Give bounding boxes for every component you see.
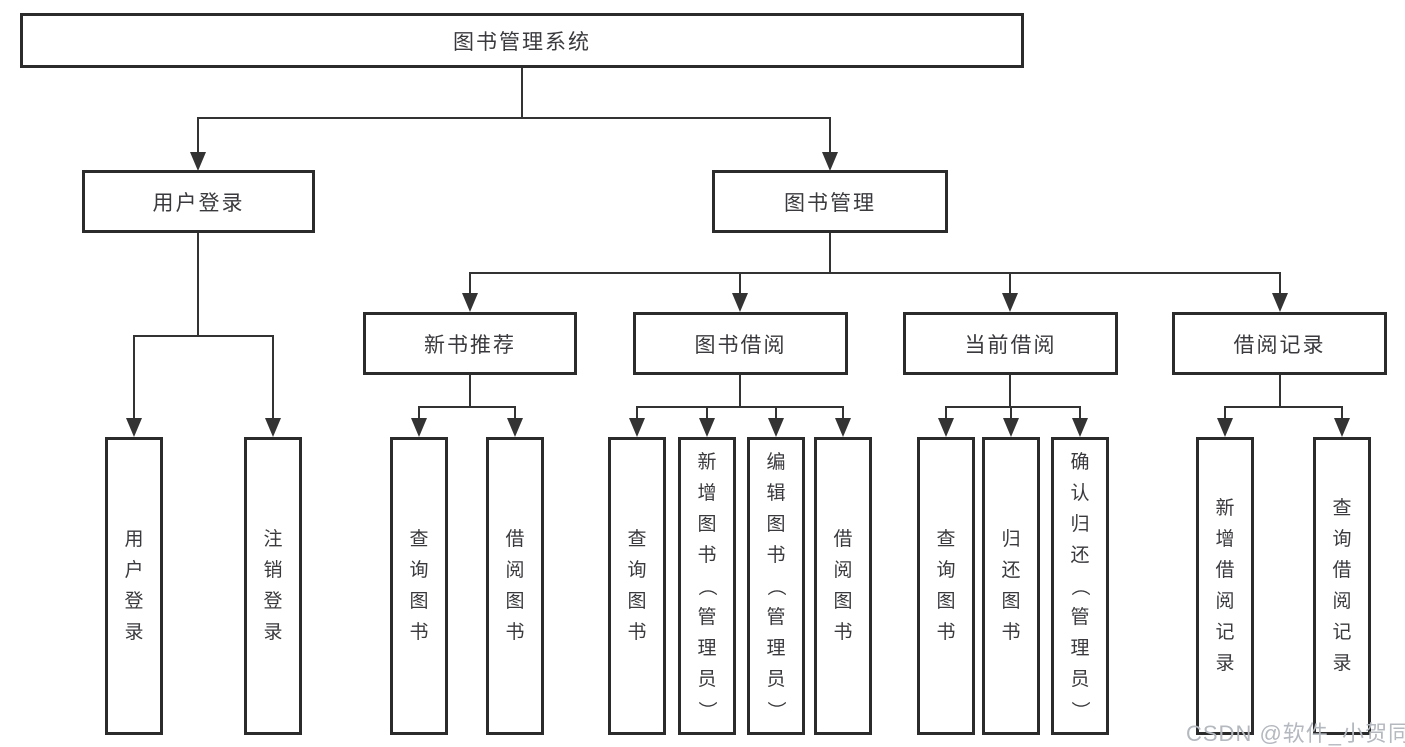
leaf-logout: 注销登录 [244, 437, 302, 735]
connector-groupD-stub-1 [1224, 406, 1226, 419]
arrowhead-current-borrow [1002, 293, 1018, 312]
connector-userlogin-stub-2 [272, 335, 274, 419]
arrowhead-book-management [822, 152, 838, 171]
node-current-borrow: 当前借阅 [903, 312, 1118, 375]
leaf-borrow-books-borrow: 借阅图书 [814, 437, 872, 735]
arrowhead-groupB-leaf-1 [629, 418, 645, 437]
connector-groupC-horizontal [945, 406, 1081, 408]
connector-userlogin-stub-1 [133, 335, 135, 419]
arrowhead-groupC-leaf-2 [1003, 418, 1019, 437]
leaf-query-books-borrow: 查询图书 [608, 437, 666, 735]
connector-groupD-stub-2 [1341, 406, 1343, 419]
leaf-borrow-books-recommend: 借阅图书 [486, 437, 544, 735]
connector-root-right-stub [829, 117, 831, 155]
connector-root-left-stub [197, 117, 199, 155]
connector-groupB-stub-1 [636, 406, 638, 419]
connector-groupD-horizontal [1224, 406, 1343, 408]
connector-groupC-stub-3 [1079, 406, 1081, 419]
leaf-user-login: 用户登录 [105, 437, 163, 735]
node-library-system: 图书管理系统 [20, 13, 1024, 68]
connector-bookmgmt-stub-2 [739, 272, 741, 294]
arrowhead-groupC-leaf-1 [938, 418, 954, 437]
arrowhead-book-borrow [732, 293, 748, 312]
connector-bookmgmt-horizontal [469, 272, 1281, 274]
arrowhead-user-login [190, 152, 206, 171]
leaf-query-books-recommend: 查询图书 [390, 437, 448, 735]
node-borrow-records: 借阅记录 [1172, 312, 1387, 375]
arrowhead-leaf-user-login [126, 418, 142, 437]
arrowhead-groupB-leaf-2 [699, 418, 715, 437]
connector-groupB-stub-3 [775, 406, 777, 419]
watermark-text: CSDN @软件_小贺同学 [1186, 721, 1405, 746]
connector-groupD-vertical [1279, 375, 1281, 407]
connector-root-vertical [521, 68, 523, 118]
leaf-add-book-admin: 新增图书（管理员） [678, 437, 736, 735]
node-book-borrow: 图书借阅 [633, 312, 848, 375]
connector-groupA-vertical [469, 375, 471, 407]
arrowhead-leaf-logout [265, 418, 281, 437]
connector-groupB-stub-2 [706, 406, 708, 419]
connector-groupC-stub-2 [1010, 406, 1012, 419]
connector-userlogin-vertical [197, 233, 199, 335]
connector-groupB-horizontal [636, 406, 844, 408]
connector-groupB-stub-4 [842, 406, 844, 419]
arrowhead-borrow-records [1272, 293, 1288, 312]
connector-bookmgmt-stub-3 [1009, 272, 1011, 294]
connector-bookmgmt-stub-4 [1279, 272, 1281, 294]
arrowhead-groupC-leaf-3 [1072, 418, 1088, 437]
node-new-book-recommend: 新书推荐 [363, 312, 577, 375]
connector-userlogin-horizontal [133, 335, 274, 337]
connector-groupA-stub-1 [418, 406, 420, 419]
connector-root-horizontal [197, 117, 831, 119]
leaf-edit-book-admin: 编辑图书（管理员） [747, 437, 805, 735]
arrowhead-groupB-leaf-3 [768, 418, 784, 437]
leaf-return-book: 归还图书 [982, 437, 1040, 735]
connector-groupC-stub-1 [945, 406, 947, 419]
leaf-add-borrow-record: 新增借阅记录 [1196, 437, 1254, 735]
arrowhead-groupA-leaf-2 [507, 418, 523, 437]
arrowhead-groupA-leaf-1 [411, 418, 427, 437]
arrowhead-new-book-recommend [462, 293, 478, 312]
connector-bookmgmt-stub-1 [469, 272, 471, 294]
connector-groupA-stub-2 [514, 406, 516, 419]
leaf-query-borrow-record: 查询借阅记录 [1313, 437, 1371, 735]
connector-groupA-horizontal [418, 406, 516, 408]
connector-bookmgmt-vertical [829, 233, 831, 274]
leaf-confirm-return-admin: 确认归还（管理员） [1051, 437, 1109, 735]
leaf-query-books-current: 查询图书 [917, 437, 975, 735]
node-user-login: 用户登录 [82, 170, 315, 233]
arrowhead-groupB-leaf-4 [835, 418, 851, 437]
arrowhead-groupD-leaf-1 [1217, 418, 1233, 437]
connector-groupB-vertical [739, 375, 741, 407]
connector-groupC-vertical [1009, 375, 1011, 407]
arrowhead-groupD-leaf-2 [1334, 418, 1350, 437]
node-book-management: 图书管理 [712, 170, 948, 233]
